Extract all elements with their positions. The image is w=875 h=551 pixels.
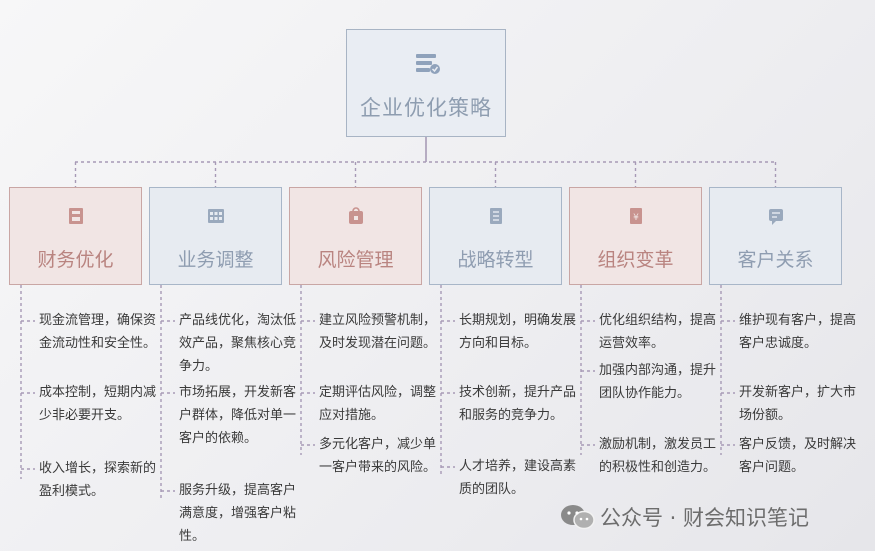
branch-title: 业务调整	[177, 249, 254, 271]
branch-node: 业务调整	[149, 187, 282, 285]
branch-item: 长期规划，明确发展方向和目标。	[459, 313, 577, 351]
root-node: 企业优化策略	[346, 29, 506, 137]
svg-text:¥: ¥	[633, 213, 639, 223]
branch-item: 激励机制，激发员工的积极性和创造力。	[599, 437, 717, 475]
branch-item: 成本控制，短期内减少非必要开支。	[39, 385, 157, 423]
bookmark-icon	[69, 208, 83, 224]
watermark: 公众号 · 财会知识笔记	[560, 503, 860, 531]
branch-item: 多元化客户，减少单一客户带来的风险。	[319, 437, 437, 475]
branch-item: 服务升级，提高客户满意度，增强客户粘性。	[179, 483, 297, 544]
branch-node: ¥ 组织变革	[569, 187, 702, 285]
branch-title: 客户关系	[737, 249, 814, 271]
branch-item: 技术创新，提升产品和服务的竞争力。	[459, 385, 577, 423]
branch-item: 人才培养，建设高素质的团队。	[459, 459, 577, 497]
document-list-icon	[490, 208, 502, 224]
grid-calendar-icon	[208, 209, 224, 223]
shopping-bag-icon	[349, 207, 363, 224]
branch-node: 风险管理	[289, 187, 422, 285]
wechat-icon	[561, 505, 595, 530]
branch-title: 战略转型	[457, 249, 534, 271]
branch-item: 收入增长，探索新的盈利模式。	[39, 461, 157, 499]
branch-item: 现金流管理，确保资金流动性和安全性。	[39, 313, 157, 351]
branch-item: 市场拓展，开发新客户群体，降低对单一客户的依赖。	[179, 385, 297, 446]
branch-item: 定期评估风险，调整应对措施。	[319, 385, 437, 423]
branch-title: 风险管理	[317, 249, 394, 271]
branch-node: 客户关系	[709, 187, 842, 285]
branch-item: 建立风险预警机制，及时发现潜在问题。	[319, 313, 437, 351]
branch-node: 财务优化	[9, 187, 142, 285]
branch-title: 财务优化	[37, 249, 114, 271]
server-stack-icon	[416, 54, 440, 74]
branch-item: 维护现有客户，提高客户忠诚度。	[739, 313, 857, 351]
branch-node: 战略转型	[429, 187, 562, 285]
branch-item: 开发新客户，扩大市场份额。	[739, 385, 857, 423]
branch-item: 加强内部沟通，提升团队协作能力。	[599, 363, 717, 401]
chat-card-icon	[769, 209, 783, 225]
root-title: 企业优化策略	[360, 96, 492, 120]
branch-item: 优化组织结构，提高运营效率。	[599, 313, 717, 351]
branch-item: 产品线优化，淘汰低效产品，聚焦核心竞争力。	[179, 313, 297, 374]
branch-title: 组织变革	[597, 249, 674, 271]
yen-scroll-icon: ¥	[630, 208, 642, 224]
watermark-text: 公众号 · 财会知识笔记	[600, 506, 810, 530]
branch-item: 客户反馈，及时解决客户问题。	[739, 437, 857, 475]
